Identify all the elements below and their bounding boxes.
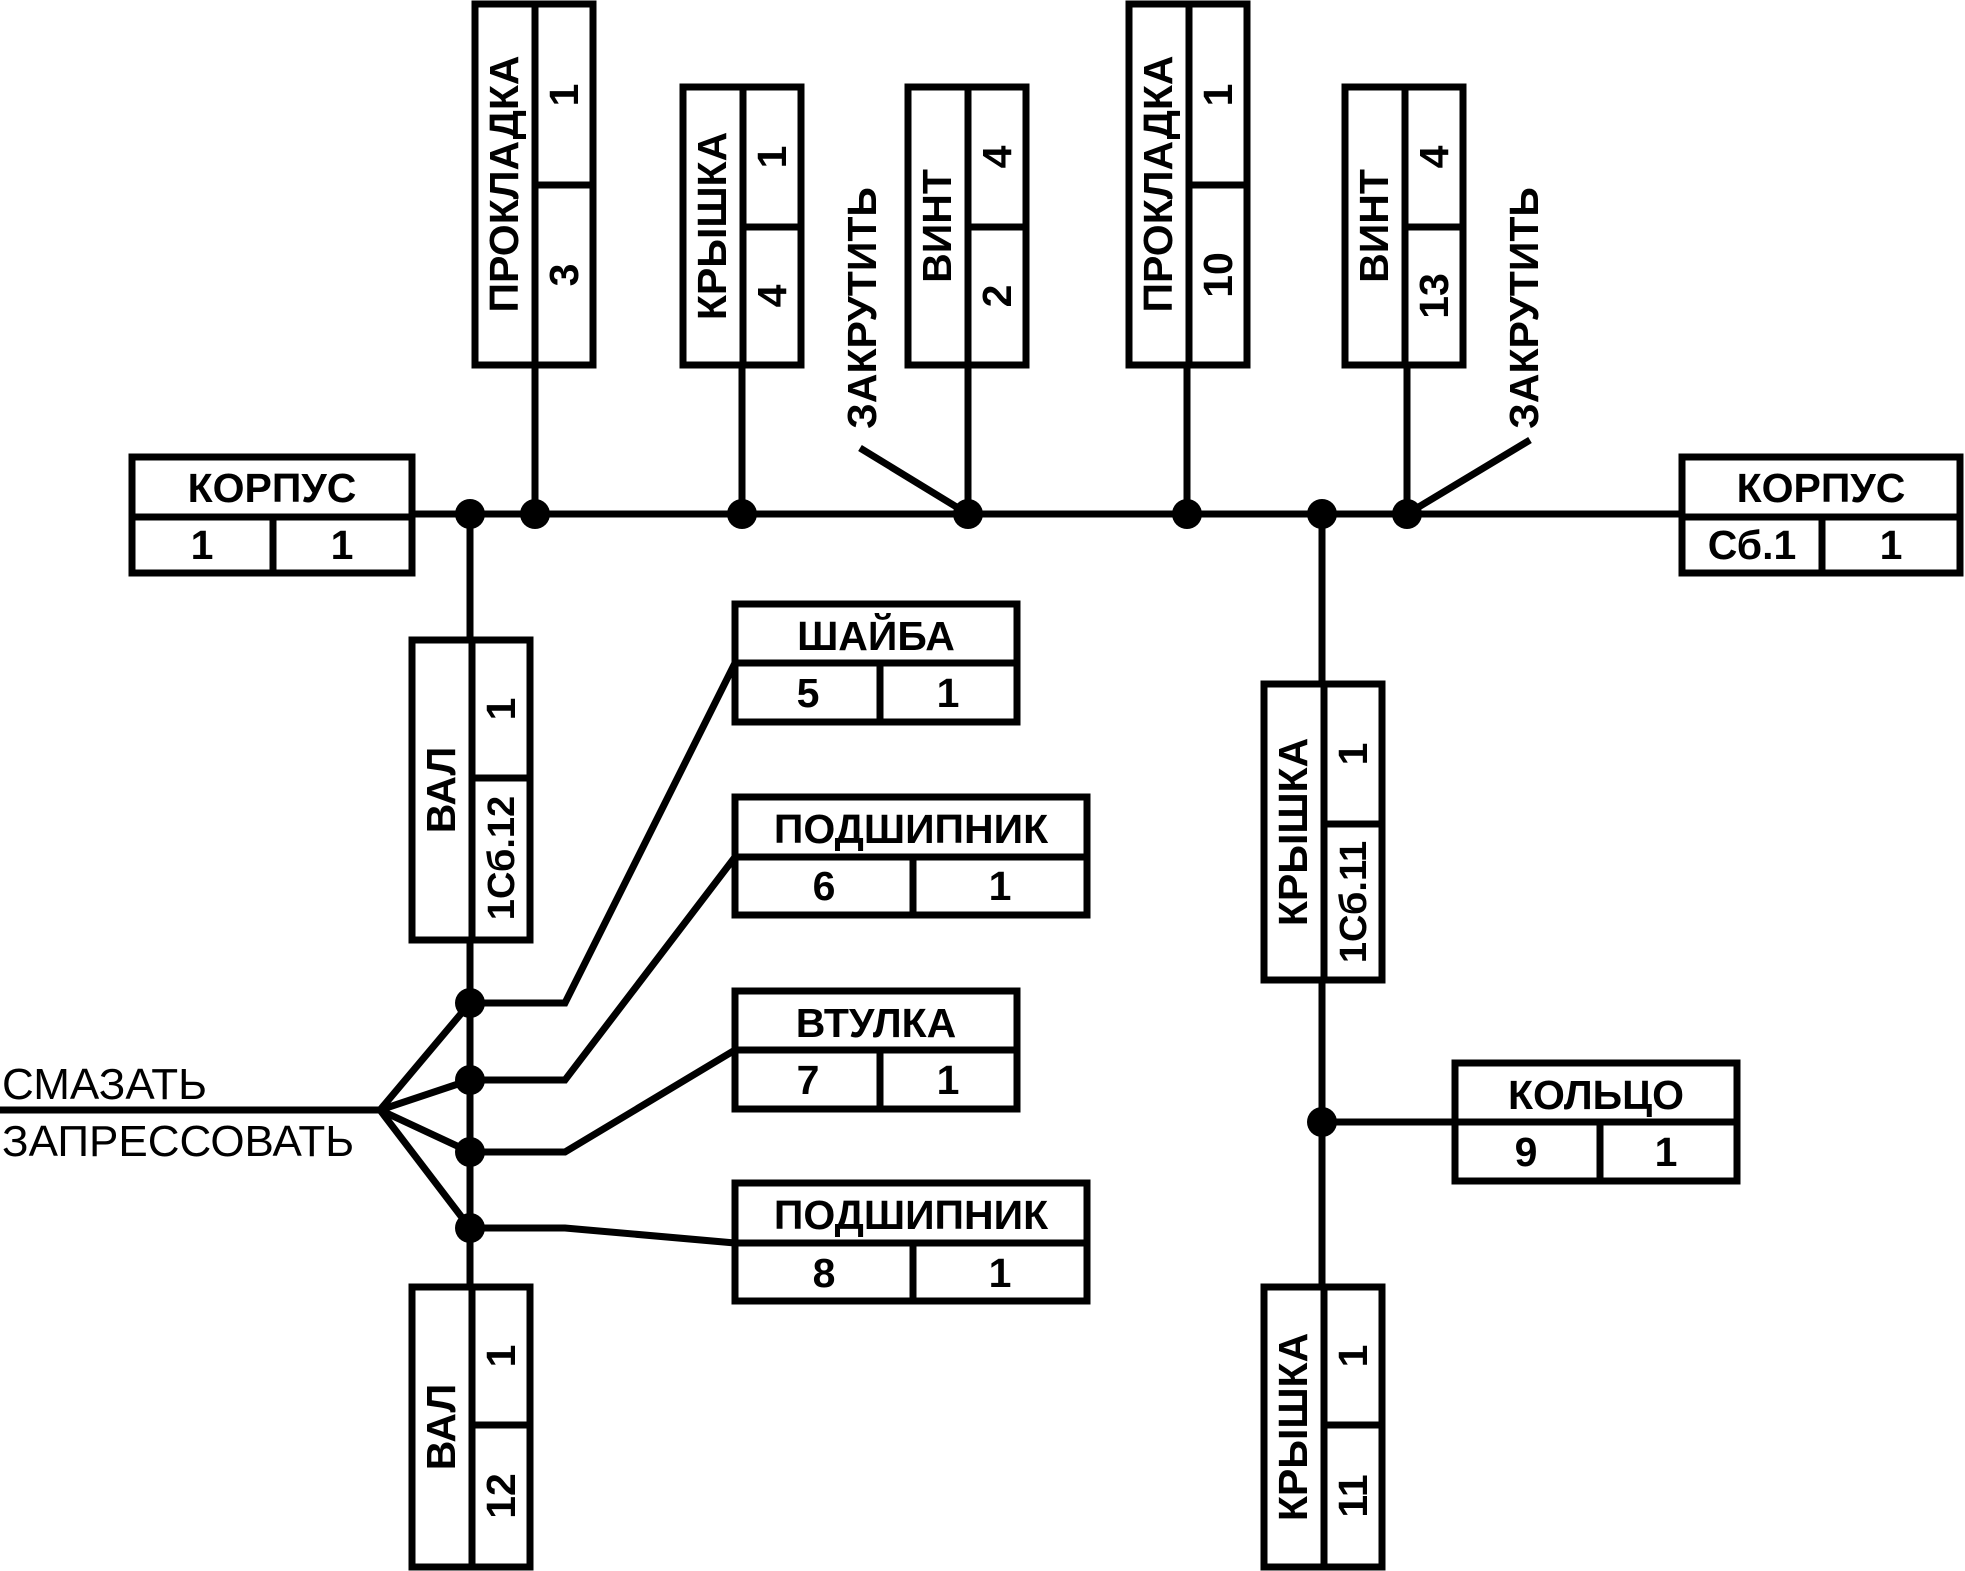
junction-dot	[727, 499, 757, 529]
component-qty: 1	[1880, 522, 1903, 568]
component-index: 1	[191, 522, 214, 568]
component-koltso-9: КОЛЬЦО 9 1	[1451, 1059, 1741, 1185]
component-name: КОРПУС	[188, 465, 357, 511]
component-qty: 1	[478, 698, 524, 721]
component-name: ПОДШИПНИК	[774, 1192, 1049, 1238]
component-kryshka-11: КРЫШКА 11 1	[1260, 1283, 1386, 1571]
component-name: ВИНТ	[1351, 169, 1397, 283]
component-qty: 4	[1411, 145, 1457, 168]
component-vint-2: ВИНТ 2 4	[904, 83, 1030, 369]
component-korpus-sb1: КОРПУС Сб.1 1	[1678, 453, 1964, 577]
component-index: 12	[478, 1473, 524, 1519]
component-name: ВАЛ	[418, 747, 464, 833]
junction-dot	[1307, 1107, 1337, 1137]
component-name: КОЛЬЦО	[1508, 1072, 1684, 1118]
component-index: 10	[1195, 252, 1241, 298]
zakrutit-2-leader	[1405, 437, 1532, 517]
component-qty: 1	[541, 84, 587, 107]
junction-dot	[455, 988, 485, 1018]
component-index: 1Сб.12	[481, 796, 523, 920]
junction-dots	[455, 499, 1422, 1243]
zakrutit-1-leader	[858, 445, 970, 517]
component-name: КРЫШКА	[689, 132, 735, 320]
component-qty: 1	[1195, 84, 1241, 107]
component-name: КРЫШКА	[1270, 1333, 1316, 1521]
junction-dot	[455, 1065, 485, 1095]
component-prokladka-10: ПРОКЛАДКА 10 1	[1125, 0, 1251, 369]
component-kryshka-4: КРЫШКА 4 1	[679, 83, 805, 369]
component-qty: 1	[1330, 743, 1376, 766]
component-qty: 1	[331, 522, 354, 568]
component-podshipnik-8: ПОДШИПНИК 8 1	[731, 1179, 1091, 1305]
component-index: Сб.1	[1708, 522, 1797, 568]
junction-dot	[1307, 499, 1337, 529]
component-name: ПОДШИПНИК	[774, 806, 1049, 852]
component-index: 3	[541, 264, 587, 287]
link-vtulka-7	[470, 1046, 737, 1156]
fan-2	[378, 1076, 472, 1114]
component-name: ШАЙБА	[797, 613, 955, 659]
component-qty: 1	[1655, 1129, 1678, 1175]
fan-3	[378, 1106, 472, 1156]
connection-lines	[0, 365, 1685, 1285]
component-qty: 1	[749, 146, 795, 169]
component-qty: 1	[937, 670, 960, 716]
component-index: 6	[813, 863, 836, 909]
component-vint-13: ВИНТ 13 4	[1341, 83, 1467, 369]
junction-dot	[1172, 499, 1202, 529]
component-qty: 4	[974, 145, 1020, 168]
component-qty: 1	[1330, 1345, 1376, 1368]
link-podshipnik-6	[470, 854, 738, 1084]
junction-dot	[520, 499, 550, 529]
junction-dot	[1392, 499, 1422, 529]
junction-dot	[455, 499, 485, 529]
junction-dot	[953, 499, 983, 529]
component-qty: 1	[478, 1345, 524, 1368]
component-name: ПРОКЛАДКА	[481, 56, 527, 313]
component-index: 2	[974, 285, 1020, 308]
fan-4	[377, 1107, 473, 1231]
component-val-sb12: ВАЛ 1Сб.12 1	[408, 636, 534, 944]
component-index: 11	[1330, 1474, 1376, 1517]
component-qty: 1	[989, 863, 1012, 909]
component-index: 5	[797, 670, 820, 716]
component-index: 8	[813, 1250, 836, 1296]
annotation-zakrutit-1: ЗАКРУТИТЬ	[839, 187, 885, 429]
link-shaiba-5	[470, 661, 739, 1007]
junction-dot	[455, 1137, 485, 1167]
component-name: ВАЛ	[418, 1384, 464, 1470]
component-index: 4	[749, 284, 795, 307]
annotation-smazat: СМАЗАТЬ	[2, 1060, 207, 1109]
junction-dot	[455, 1213, 485, 1243]
component-qty: 1	[989, 1250, 1012, 1296]
link-podshipnik-8	[470, 1224, 736, 1247]
component-vtulka-7: ВТУЛКА 7 1	[731, 987, 1021, 1113]
component-val-12: ВАЛ 12 1	[408, 1283, 534, 1571]
component-name: ВТУЛКА	[796, 1000, 956, 1046]
component-index: 9	[1515, 1129, 1538, 1175]
component-name: КОРПУС	[1737, 465, 1906, 511]
component-name: ВИНТ	[914, 169, 960, 283]
component-qty: 1	[937, 1057, 960, 1103]
annotation-zakrutit-2: ЗАКРУТИТЬ	[1501, 187, 1547, 429]
component-name: КРЫШКА	[1270, 738, 1316, 926]
component-name: ПРОКЛАДКА	[1135, 56, 1181, 313]
annotation-zapressovat: ЗАПРЕССОВАТЬ	[2, 1117, 354, 1166]
component-prokladka-3: ПРОКЛАДКА 3 1	[471, 0, 597, 369]
fan-1	[377, 1000, 473, 1113]
component-index: 1Сб.11	[1333, 841, 1375, 963]
component-podshipnik-6: ПОДШИПНИК 6 1	[731, 793, 1091, 919]
component-korpus-1: КОРПУС 1 1	[128, 453, 416, 577]
component-shaiba-5: ШАЙБА 5 1	[731, 600, 1021, 726]
component-kryshka-sb11: КРЫШКА 1Сб.11 1	[1260, 680, 1386, 984]
component-index: 13	[1411, 273, 1457, 319]
component-index: 7	[797, 1057, 820, 1103]
